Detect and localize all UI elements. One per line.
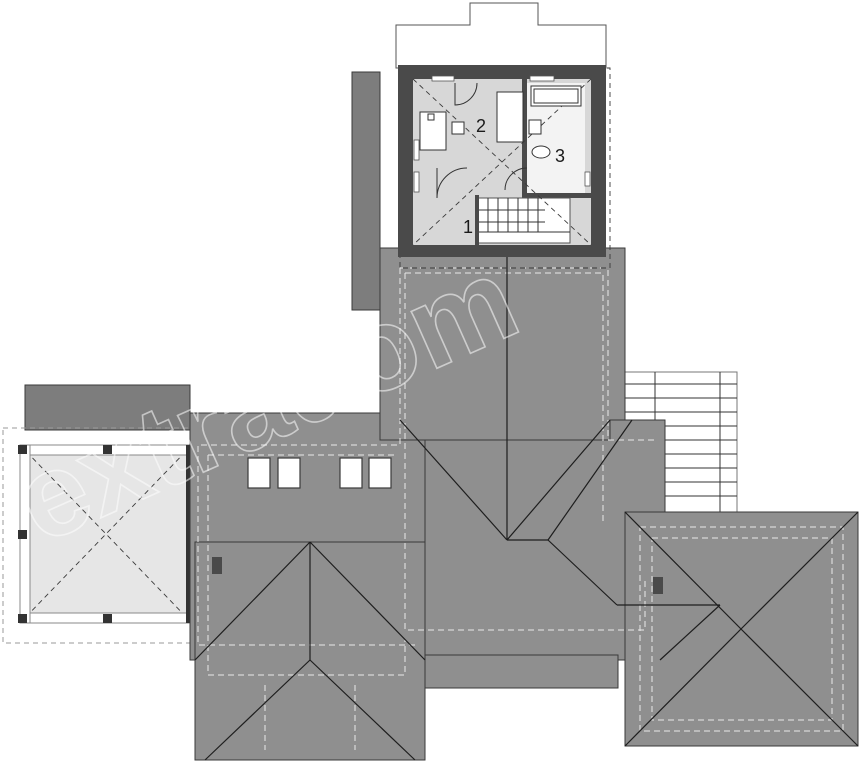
- skylight: [339, 457, 363, 489]
- sink: [528, 119, 542, 135]
- window: [529, 75, 555, 82]
- vent: [212, 557, 222, 574]
- skylight: [368, 457, 392, 489]
- skylights: [212, 457, 663, 594]
- vent: [653, 577, 663, 594]
- pergola-post: [18, 445, 27, 454]
- window: [431, 75, 455, 82]
- skylight: [277, 457, 301, 489]
- balcony: [395, 2, 607, 69]
- ridge-lines: [194, 255, 859, 761]
- window: [413, 171, 420, 193]
- room-number-2: 2: [476, 116, 486, 136]
- upper-floor: 1 2 3: [395, 2, 611, 269]
- pergola-post: [103, 614, 112, 623]
- room-number-1: 1: [463, 217, 473, 237]
- pergola-post: [103, 445, 112, 454]
- wardrobe: [496, 91, 524, 143]
- bathtub-inner: [533, 88, 579, 104]
- pergola-roof-strip: [24, 384, 191, 431]
- toilet: [531, 145, 551, 159]
- pergola-post: [18, 530, 27, 539]
- pergola-post: [18, 614, 27, 623]
- window: [413, 139, 420, 161]
- room-number-3: 3: [555, 146, 565, 166]
- roof-bottom-strip: [424, 654, 619, 689]
- pergola-outline: [2, 427, 211, 644]
- window: [584, 171, 591, 187]
- pergola-floor: [19, 444, 193, 624]
- skylight: [247, 457, 271, 489]
- staircase: [477, 197, 571, 244]
- chair: [451, 121, 465, 135]
- roof-side-strip: [351, 71, 381, 311]
